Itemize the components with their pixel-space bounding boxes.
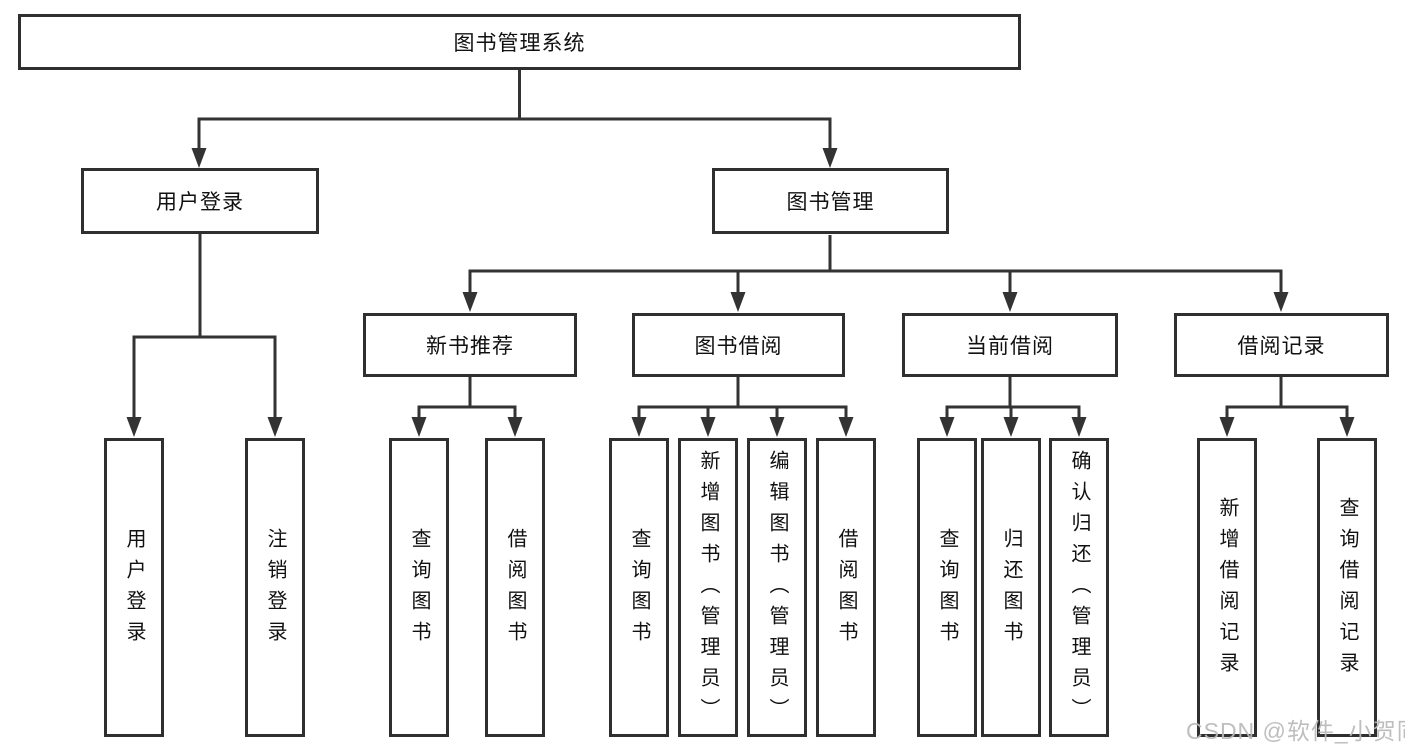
node-leaf-add-books-admin: 新增图书（管理员） (678, 438, 738, 737)
node-library-management-system: 图书管理系统 (18, 14, 1021, 70)
node-leaf-query-books-3: 查询图书 (917, 438, 977, 737)
node-leaf-return-books: 归还图书 (981, 438, 1041, 737)
node-leaf-borrow-books-2: 借阅图书 (816, 438, 876, 737)
node-leaf-edit-books-admin: 编辑图书（管理员） (747, 438, 807, 737)
node-current-borrow: 当前借阅 (902, 313, 1118, 377)
node-leaf-query-books-2: 查询图书 (609, 438, 669, 737)
node-leaf-user-login: 用户登录 (104, 438, 164, 737)
node-leaf-logout: 注销登录 (245, 438, 305, 737)
node-borrow-record: 借阅记录 (1174, 313, 1389, 377)
csdn-watermark: CSDN @软件_小贺同学 (1186, 718, 1405, 744)
node-leaf-query-borrow-record: 查询借阅记录 (1317, 438, 1377, 737)
node-leaf-add-borrow-record: 新增借阅记录 (1197, 438, 1257, 737)
node-new-book-recommend: 新书推荐 (363, 313, 577, 377)
node-user-login: 用户登录 (81, 168, 319, 234)
node-book-management: 图书管理 (712, 168, 949, 234)
node-leaf-confirm-return-admin: 确认归还（管理员） (1049, 438, 1109, 737)
node-leaf-borrow-books-1: 借阅图书 (485, 438, 545, 737)
node-book-borrow: 图书借阅 (632, 313, 845, 377)
node-leaf-query-books-1: 查询图书 (389, 438, 449, 737)
